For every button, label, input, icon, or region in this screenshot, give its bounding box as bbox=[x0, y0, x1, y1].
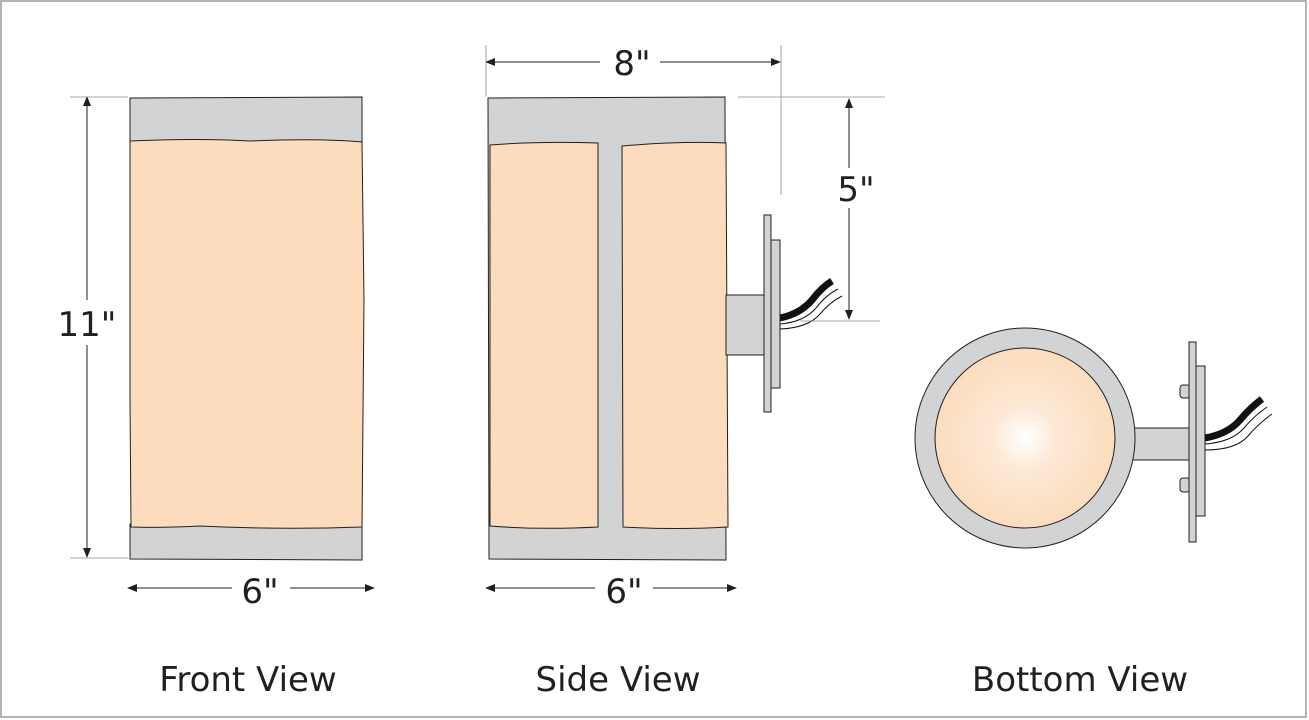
side-view-drawing bbox=[485, 42, 885, 608]
front-glass-shade bbox=[129, 139, 365, 529]
side-glass-right bbox=[621, 141, 729, 529]
side-depth-label: 8" bbox=[613, 44, 650, 84]
bottom-wire bbox=[1204, 396, 1265, 442]
bottom-wall-plate bbox=[1188, 341, 1197, 543]
bottom-canopy bbox=[1195, 365, 1206, 517]
front-view-title: Front View bbox=[159, 660, 337, 700]
bottom-view-title: Bottom View bbox=[972, 660, 1188, 700]
front-height-label: 11" bbox=[58, 305, 117, 345]
side-wall-plate bbox=[763, 214, 772, 413]
front-bottom-cap bbox=[129, 523, 363, 561]
side-wire bbox=[779, 277, 834, 322]
bottom-glass-diffuser bbox=[934, 347, 1116, 529]
side-mount-arm bbox=[725, 294, 767, 356]
side-glass-left bbox=[489, 141, 599, 529]
front-width-label: 6" bbox=[241, 572, 278, 612]
side-mount-label: 5" bbox=[837, 170, 874, 210]
front-view-drawing bbox=[55, 96, 375, 608]
bottom-mount-arm bbox=[1132, 427, 1192, 461]
side-width-label: 6" bbox=[605, 572, 642, 612]
front-top-cap bbox=[129, 96, 363, 143]
side-canopy bbox=[770, 239, 781, 389]
bottom-view-drawing bbox=[914, 327, 1273, 549]
side-view-title: Side View bbox=[535, 660, 700, 700]
